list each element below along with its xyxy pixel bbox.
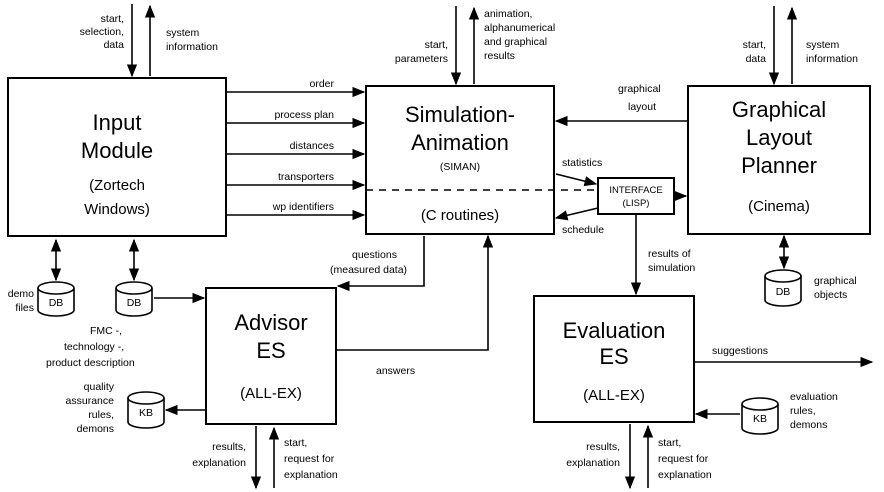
simulation-module: Simulation- Animation (SIMAN) (C routine… [365,85,596,235]
connector-labels: start, selection, data system informatio… [8,8,858,481]
label-input-out-1: system [166,27,200,39]
label-layout-out-2: information [806,53,858,65]
label-process-plan: process plan [274,109,334,121]
db-3-label: DB [776,286,791,298]
label-layout-in-1: start, [743,39,766,51]
db-1-label: DB [49,297,64,309]
label-eval-start-3: explanation [658,469,712,481]
advisor-es-module: Advisor ES (ALL-EX) [205,287,337,425]
label-sim-out-3: and graphical [484,36,547,48]
label-input-in-1: start, [101,13,124,25]
label-answers: answers [376,365,415,377]
kb-quality-assurance: KB [127,391,165,429]
advisor-title-2: ES [256,338,285,363]
label-statistics: statistics [562,157,602,169]
label-layout-out-1: system [806,39,840,51]
db-demo-files: DB [37,281,75,317]
db-graphical-objects: DB [764,269,802,307]
label-input-in-2: selection, [80,26,124,38]
label-wp-identifiers: wp identifiers [272,201,334,213]
label-quality-4: demons [77,423,114,435]
simulation-title-2: Animation [411,130,509,155]
label-suggestions: suggestions [712,345,768,357]
label-adv-start-3: explanation [284,469,338,481]
label-results-sim-2: simulation [648,262,695,274]
label-sim-out-1: animation, [484,8,532,20]
evaluation-title-1: Evaluation [563,318,666,343]
label-eval-rules-2: rules, [790,405,816,417]
arrow-questions [336,236,425,292]
layout-planner-module: Graphical Layout Planner (Cinema) [687,85,871,235]
label-sim-in-1: start, [425,39,448,51]
arrow-answers [336,234,494,351]
evaluation-es-module: Evaluation ES (ALL-EX) [533,295,695,423]
input-module-title-1: Input [93,110,142,135]
label-fmc-2: technology -, [64,341,124,353]
layout-title-3: Planner [741,153,817,178]
connectors [50,4,874,490]
layout-title-2: Layout [746,125,812,150]
label-graphical-objects-2: objects [814,289,847,301]
input-module-title-2: Module [81,138,153,163]
label-eval-results-2: explanation [566,457,620,469]
label-demo-files-1: demo [8,288,34,300]
label-sim-out-4: results [484,50,515,62]
label-questions-2: (measured data) [330,264,407,276]
label-transporters: transporters [278,171,334,183]
label-eval-rules-3: demons [790,419,827,431]
kb-2-label: KB [753,413,767,425]
input-module-sub-2: Windows) [84,201,150,218]
evaluation-title-2: ES [599,344,628,369]
label-eval-start-1: start, [658,437,681,449]
label-input-out-2: information [166,41,218,53]
kb-evaluation-rules: KB [741,397,779,435]
label-demo-files-2: files [15,302,34,314]
interface-module: INTERFACE (LISP) [597,177,675,215]
advisor-sub-1: (ALL-EX) [240,385,302,402]
label-graphical-objects-1: graphical [814,275,857,287]
db-fmc-description: DB [115,281,153,317]
label-questions-1: questions [352,249,397,261]
label-adv-start-1: start, [284,437,307,449]
label-eval-rules-1: evaluation [790,391,838,403]
input-module: Input Module (Zortech Windows) [7,77,227,237]
interface-line-2: (LISP) [623,198,650,209]
label-distances: distances [290,140,334,152]
label-adv-start-2: request for [284,453,335,465]
label-quality-1: quality [84,381,115,393]
label-schedule: schedule [562,224,604,236]
label-eval-results-1: results, [586,441,620,453]
evaluation-sub-1: (ALL-EX) [583,387,645,404]
label-layout-in-2: data [746,53,767,65]
label-adv-results-2: explanation [192,457,246,469]
label-sim-in-2: parameters [395,53,448,65]
simulation-sub-1: (SIMAN) [440,161,480,173]
label-order: order [309,78,334,90]
arrow-schedule [554,207,599,221]
interface-line-1: INTERFACE [609,185,662,196]
advisor-title-1: Advisor [234,310,307,335]
label-fmc-1: FMC -, [90,325,122,337]
label-quality-3: rules, [88,409,114,421]
label-quality-2: assurance [66,395,115,407]
simulation-title-1: Simulation- [405,102,515,127]
input-module-sub-1: (Zortech [89,177,145,194]
simulation-sub-2: (C routines) [421,207,499,224]
db-2-label: DB [127,297,142,309]
arrow-statistics [555,173,598,187]
label-eval-start-2: request for [658,453,709,465]
label-fmc-3: product description [46,357,135,369]
label-input-in-3: data [104,39,125,51]
layout-sub-1: (Cinema) [748,198,810,215]
layout-title-1: Graphical [732,97,826,122]
label-sim-out-2: alphanumerical [484,22,555,34]
label-graphical-layout-1: graphical [618,83,661,95]
label-adv-results-1: results, [212,441,246,453]
label-graphical-layout-2: layout [628,101,656,113]
label-results-sim-1: results of [648,248,691,260]
kb-1-label: KB [139,407,153,419]
